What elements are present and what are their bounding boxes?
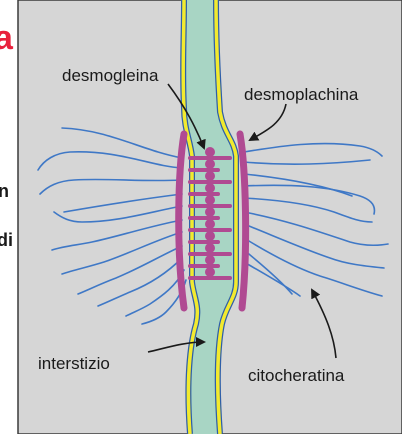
label-citocheratina: citocheratina (248, 366, 345, 385)
desmoglein-knobs (205, 147, 215, 277)
clipped-text-line-2: di (0, 230, 13, 250)
label-desmoplachina: desmoplachina (244, 85, 359, 104)
label-interstizio: interstizio (38, 354, 110, 373)
clipped-text-line-1: n (0, 181, 9, 201)
label-desmogleina: desmogleina (62, 66, 159, 85)
clipped-title-fragment: a (0, 19, 14, 57)
